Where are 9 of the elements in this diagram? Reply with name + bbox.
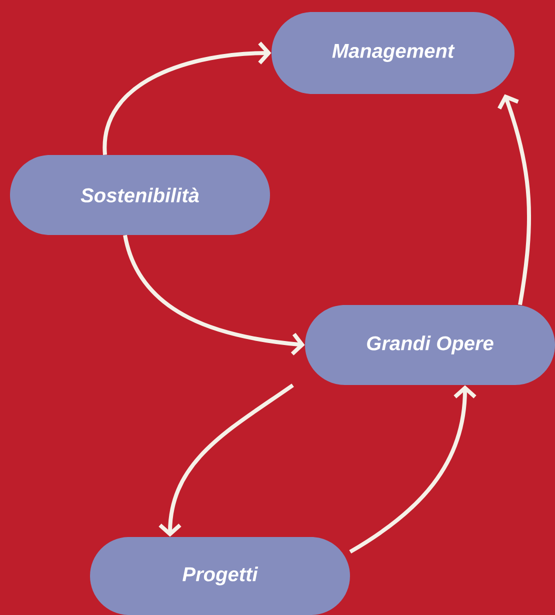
arrow — [349, 385, 476, 554]
arrow — [123, 234, 305, 356]
process-box: Progetti — [90, 537, 350, 615]
process-box: Sostenibilità — [10, 155, 270, 235]
process-box: Grandi Opere — [305, 305, 555, 385]
arrow — [498, 94, 532, 306]
arrow — [158, 384, 294, 537]
process-box: Management — [272, 12, 514, 94]
arrow — [103, 42, 272, 155]
